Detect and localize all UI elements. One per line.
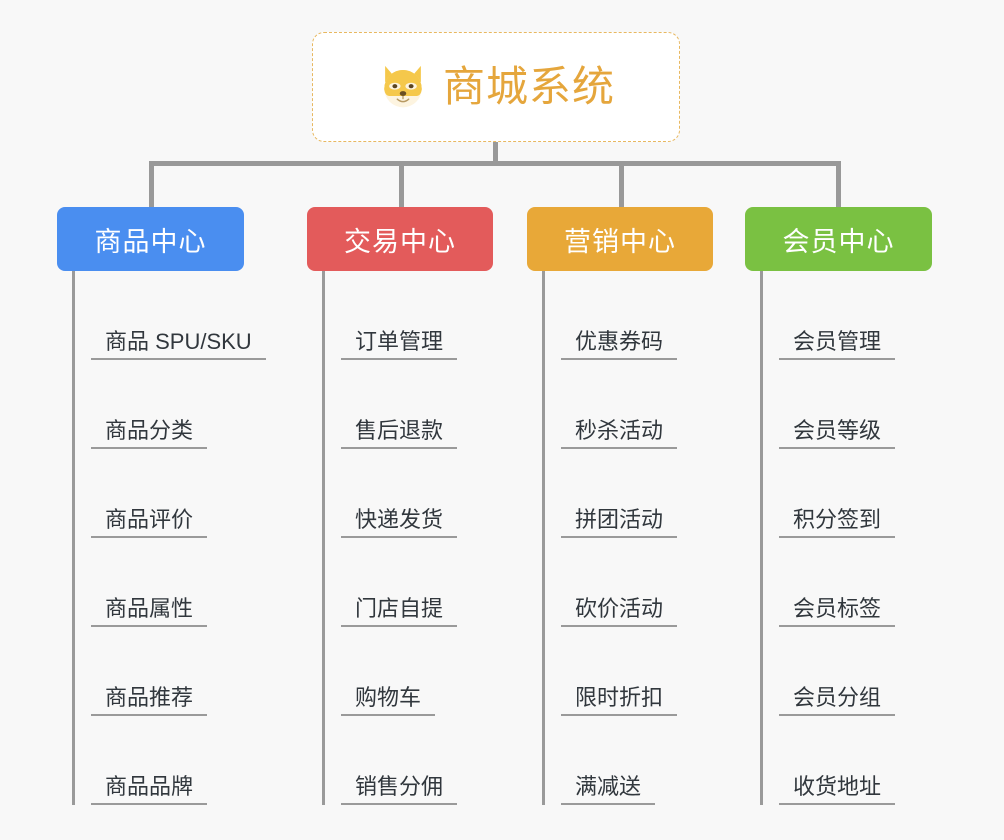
list-item[interactable]: 秒杀活动 <box>561 360 777 449</box>
list-item-label: 售后退款 <box>341 419 458 449</box>
list-item[interactable]: 订单管理 <box>341 271 557 360</box>
list-item-label: 会员标签 <box>779 597 896 627</box>
list-item[interactable]: 门店自提 <box>341 538 557 627</box>
list-item-label: 商品属性 <box>91 597 208 627</box>
list-item-label: 限时折扣 <box>561 686 678 716</box>
branch-header[interactable]: 商品中心 <box>57 207 244 271</box>
list-item-label: 满减送 <box>561 775 656 805</box>
list-item[interactable]: 快递发货 <box>341 449 557 538</box>
list-item-label: 拼团活动 <box>561 508 678 538</box>
list-item[interactable]: 优惠券码 <box>561 271 777 360</box>
list-item-label: 会员管理 <box>779 330 896 360</box>
list-item-label: 商品 SPU/SKU <box>91 330 266 360</box>
branch-leaf-list: 订单管理 售后退款 快递发货 门店自提 购物车 销售分佣 <box>322 271 557 805</box>
list-item-label: 会员分组 <box>779 686 896 716</box>
list-item[interactable]: 商品推荐 <box>91 627 307 716</box>
list-item[interactable]: 满减送 <box>561 716 777 805</box>
branch-leaf-list: 会员管理 会员等级 积分签到 会员标签 会员分组 收货地址 <box>760 271 995 805</box>
list-item-label: 收货地址 <box>779 775 896 805</box>
branch-header[interactable]: 交易中心 <box>307 207 493 271</box>
list-item[interactable]: 商品 SPU/SKU <box>91 271 307 360</box>
branch-member-center: 会员中心 会员管理 会员等级 积分签到 会员标签 会员分组 收货地址 <box>745 207 995 805</box>
connector-drop-0 <box>149 161 154 207</box>
connector-drop-2 <box>619 161 624 207</box>
list-item[interactable]: 商品属性 <box>91 538 307 627</box>
list-item-label: 积分签到 <box>779 508 896 538</box>
list-item-label: 优惠券码 <box>561 330 678 360</box>
list-item[interactable]: 商品分类 <box>91 360 307 449</box>
branch-leaf-list: 优惠券码 秒杀活动 拼团活动 砍价活动 限时折扣 满减送 <box>542 271 777 805</box>
list-item-label: 商品评价 <box>91 508 208 538</box>
branch-trade-center: 交易中心 订单管理 售后退款 快递发货 门店自提 购物车 销售分佣 <box>307 207 557 805</box>
shiba-dog-icon <box>384 65 422 108</box>
list-item[interactable]: 积分签到 <box>779 449 995 538</box>
branch-header[interactable]: 营销中心 <box>527 207 713 271</box>
list-item[interactable]: 购物车 <box>341 627 557 716</box>
list-item[interactable]: 会员分组 <box>779 627 995 716</box>
list-item-label: 商品分类 <box>91 419 208 449</box>
connector-stem <box>493 142 498 164</box>
list-item-label: 门店自提 <box>341 597 458 627</box>
list-item-label: 销售分佣 <box>341 775 458 805</box>
list-item-label: 会员等级 <box>779 419 896 449</box>
list-item-label: 购物车 <box>341 686 436 716</box>
list-item-label: 砍价活动 <box>561 597 678 627</box>
list-item[interactable]: 会员管理 <box>779 271 995 360</box>
list-item[interactable]: 会员等级 <box>779 360 995 449</box>
root-node[interactable]: 商城系统 <box>312 32 680 142</box>
list-item-label: 快递发货 <box>341 508 458 538</box>
list-item-label: 商品推荐 <box>91 686 208 716</box>
list-item-label: 秒杀活动 <box>561 419 678 449</box>
branch-header[interactable]: 会员中心 <box>745 207 932 271</box>
branch-product-center: 商品中心 商品 SPU/SKU 商品分类 商品评价 商品属性 商品推荐 商品品牌 <box>57 207 307 805</box>
list-item[interactable]: 商品品牌 <box>91 716 307 805</box>
list-item[interactable]: 售后退款 <box>341 360 557 449</box>
list-item[interactable]: 销售分佣 <box>341 716 557 805</box>
connector-drop-1 <box>399 161 404 207</box>
root-title: 商城系统 <box>442 63 615 110</box>
branch-leaf-list: 商品 SPU/SKU 商品分类 商品评价 商品属性 商品推荐 商品品牌 <box>72 271 307 805</box>
list-item[interactable]: 限时折扣 <box>561 627 777 716</box>
branch-marketing-center: 营销中心 优惠券码 秒杀活动 拼团活动 砍价活动 限时折扣 满减送 <box>527 207 777 805</box>
connector-horizontal-bar <box>149 161 839 166</box>
list-item[interactable]: 砍价活动 <box>561 538 777 627</box>
list-item[interactable]: 收货地址 <box>779 716 995 805</box>
connector-drop-3 <box>836 161 841 207</box>
list-item-label: 订单管理 <box>341 330 458 360</box>
list-item[interactable]: 商品评价 <box>91 449 307 538</box>
list-item-label: 商品品牌 <box>91 775 208 805</box>
list-item[interactable]: 会员标签 <box>779 538 995 627</box>
list-item[interactable]: 拼团活动 <box>561 449 777 538</box>
